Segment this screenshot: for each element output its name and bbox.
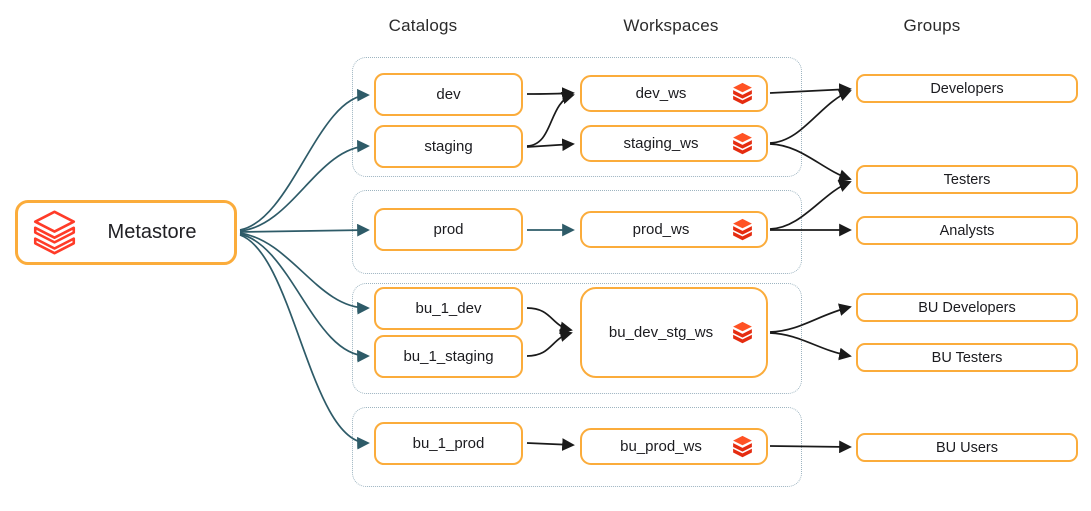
catalog-label: dev (436, 86, 461, 103)
group-label: Analysts (939, 222, 995, 239)
node-catalog-bu-1-prod: bu_1_prod (374, 422, 523, 465)
edge-metastore-bu-1-staging (239, 233, 370, 363)
databricks-icon (733, 132, 752, 154)
node-metastore: Metastore (15, 200, 237, 265)
catalog-label: staging (424, 138, 473, 155)
group-label: Testers (943, 171, 991, 188)
node-workspace-dev-ws: dev_ws (580, 75, 768, 112)
group-label: BU Users (935, 439, 999, 456)
group-label: BU Testers (931, 349, 1003, 366)
workspace-label: staging_ws (623, 135, 699, 152)
node-catalog-bu-1-staging: bu_1_staging (374, 335, 523, 378)
node-catalog-prod: prod (374, 208, 523, 251)
workspace-label: dev_ws (635, 85, 687, 102)
node-workspace-prod-ws: prod_ws (580, 211, 768, 248)
node-catalog-staging: staging (374, 125, 523, 168)
column-header-groups: Groups (903, 16, 961, 35)
edge-metastore-bu-1-prod (239, 234, 370, 450)
node-workspace-bu-dev-stg-ws: bu_dev_stg_ws (580, 287, 768, 378)
databricks-icon (733, 82, 752, 104)
node-workspace-bu-prod-ws: bu_prod_ws (580, 428, 768, 465)
databricks-logo-outline-icon (33, 210, 76, 255)
node-group-bu-users: BU Users (856, 433, 1078, 462)
databricks-icon (733, 435, 752, 457)
edge-metastore-dev (239, 88, 370, 231)
node-group-testers: Testers (856, 165, 1078, 194)
node-catalog-bu-1-dev: bu_1_dev (374, 287, 523, 330)
catalog-label: bu_1_staging (403, 348, 494, 365)
column-header-catalogs: Catalogs (388, 16, 458, 35)
catalog-label: bu_1_dev (415, 300, 482, 317)
edge-metastore-prod (239, 223, 370, 237)
node-group-bu-developers: BU Developers (856, 293, 1078, 322)
metastore-label: Metastore (107, 221, 197, 243)
catalog-label: prod (433, 221, 464, 238)
workspace-label: bu_prod_ws (620, 438, 702, 455)
edge-metastore-bu-1-dev (239, 232, 370, 315)
node-group-bu-testers: BU Testers (856, 343, 1078, 372)
group-label: BU Developers (918, 299, 1016, 316)
edge-metastore-staging (239, 139, 370, 232)
group-label: Developers (930, 80, 1004, 97)
databricks-icon (733, 321, 752, 343)
node-catalog-dev: dev (374, 73, 523, 116)
databricks-icon (733, 218, 752, 240)
workspace-label: bu_dev_stg_ws (608, 324, 714, 341)
catalog-label: bu_1_prod (412, 435, 485, 452)
node-group-analysts: Analysts (856, 216, 1078, 245)
column-header-workspaces: Workspaces (623, 16, 719, 35)
node-workspace-staging-ws: staging_ws (580, 125, 768, 162)
workspace-label: prod_ws (632, 221, 690, 238)
node-group-developers: Developers (856, 74, 1078, 103)
